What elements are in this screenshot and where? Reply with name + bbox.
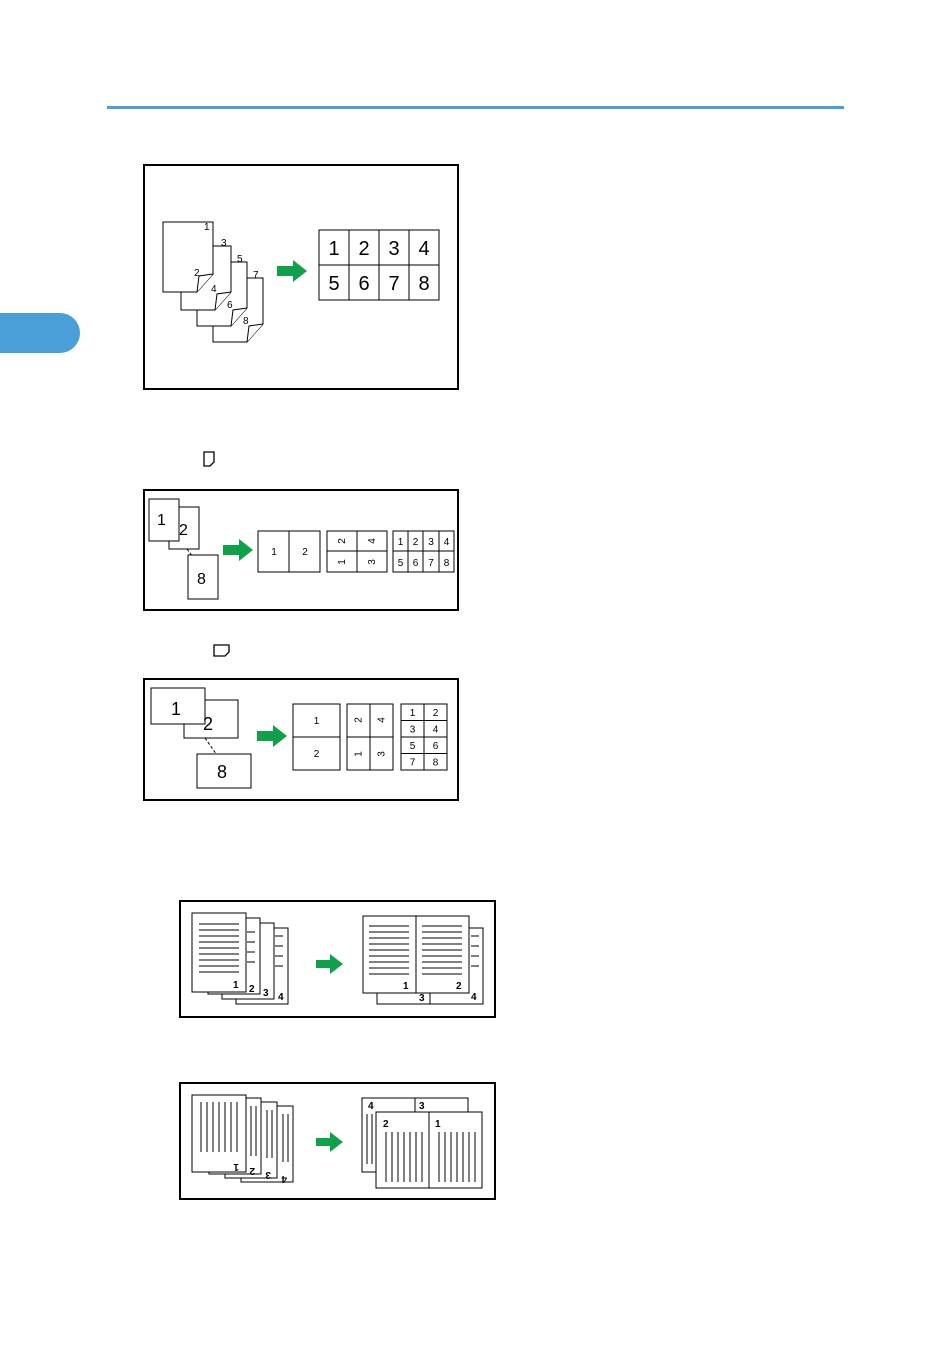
four-up-sheet [327,531,387,572]
four-up-page-1: 1 [337,559,348,565]
src-page-4: 4 [281,1173,287,1184]
eight-up-page-5: 5 [398,558,404,569]
figure-portrait-originals: 1 2 8 1 2 2 4 1 3 [143,489,459,611]
result-page-5: 5 [328,273,339,295]
eight-up-page-1: 1 [398,537,404,548]
src-page-3: 3 [265,1169,271,1180]
four-up-page-2: 2 [354,717,365,723]
four-up-page-4: 4 [367,538,378,544]
figure-landscape-originals: 1 2 8 1 2 2 4 1 3 [143,678,459,801]
two-up-page-2: 2 [302,547,308,558]
src-page-1: 1 [204,222,210,233]
src-page-3: 3 [263,988,269,999]
src-page-7: 7 [253,270,259,281]
src-page-2: 2 [249,984,255,995]
four-up-sheet [347,704,393,770]
eight-up-sheet [401,704,447,770]
result-page-4: 4 [368,1101,374,1112]
src-page-2: 2 [194,268,200,279]
eight-up-page-1: 1 [410,708,416,719]
src-page-6: 6 [227,300,233,311]
portrait-orientation-icon [202,451,216,467]
result-page-1: 1 [328,238,339,260]
eight-up-page-8: 8 [433,758,439,769]
result-page-3: 3 [388,238,399,260]
landscape-orientation-icon [213,644,231,657]
header-rule [107,106,844,109]
result-page-2: 2 [383,1119,389,1130]
four-up-page-4: 4 [377,717,388,723]
stack-page-2: 2 [203,714,213,734]
result-page-4: 4 [471,992,477,1003]
result-page-4: 4 [418,238,429,260]
eight-up-page-4: 4 [433,725,439,736]
result-page-2: 2 [456,981,462,992]
eight-up-page-8: 8 [444,558,450,569]
src-page-1: 1 [233,1161,239,1172]
result-page-3: 3 [419,993,425,1004]
eight-up-page-7: 7 [410,758,416,769]
two-up-page-1: 1 [314,716,320,727]
figure-1-drawing: 1 2 3 4 5 6 7 8 1 2 3 4 5 6 7 8 [145,166,457,388]
eight-up-page-3: 3 [410,725,416,736]
stack-page-1: 1 [171,699,181,719]
four-up-page-3: 3 [367,559,378,565]
src-page-4: 4 [211,284,217,295]
src-page-2: 2 [249,1165,255,1176]
four-up-page-3: 3 [377,751,388,757]
eight-up-page-2: 2 [413,537,419,548]
figure-4-drawing: 1 2 3 4 1 [181,902,494,1016]
two-up-page-2: 2 [314,749,320,760]
stack-page-8: 8 [197,571,206,588]
result-page-1: 1 [435,1119,441,1130]
arrow-icon [316,1132,343,1152]
two-up-page-1: 1 [271,547,277,558]
src-page-1: 1 [233,980,239,991]
four-up-page-2: 2 [337,538,348,544]
result-page-8: 8 [418,273,429,295]
figure-booklet-landscape: 1 2 3 4 4 3 [179,1082,496,1200]
chapter-tab [0,313,80,353]
figure-booklet-portrait: 1 2 3 4 1 [179,900,496,1018]
two-up-sheet [293,704,340,770]
result-page-2: 2 [358,238,369,260]
figure-3-drawing: 1 2 8 1 2 2 4 1 3 [145,680,457,799]
result-page-1: 1 [403,981,409,992]
eight-up-page-4: 4 [444,537,450,548]
src-page-5: 5 [237,254,243,265]
eight-up-page-6: 6 [413,558,419,569]
result-page-7: 7 [388,273,399,295]
four-up-page-1: 1 [354,751,365,757]
arrow-icon [257,725,287,747]
src-page-3: 3 [221,238,227,249]
stack-page-1: 1 [157,512,166,529]
eight-up-page-3: 3 [428,537,434,548]
arrow-icon [223,539,253,561]
result-page-3: 3 [419,1101,425,1112]
src-page-4: 4 [278,992,284,1003]
stack-page-2: 2 [179,522,188,539]
two-up-sheet [258,531,320,572]
eight-up-page-5: 5 [410,741,416,752]
figure-2-drawing: 1 2 8 1 2 2 4 1 3 [145,491,457,609]
arrow-icon [316,954,343,974]
figure-combine-8-pages: 1 2 3 4 5 6 7 8 1 2 3 4 5 6 7 8 [143,164,459,390]
arrow-icon [277,260,307,282]
eight-up-page-2: 2 [433,708,439,719]
stack-page-8: 8 [217,762,227,782]
eight-up-page-7: 7 [428,558,434,569]
result-page-6: 6 [358,273,369,295]
eight-up-page-6: 6 [433,741,439,752]
figure-5-drawing: 1 2 3 4 4 3 [181,1084,494,1198]
src-page-8: 8 [243,316,249,327]
